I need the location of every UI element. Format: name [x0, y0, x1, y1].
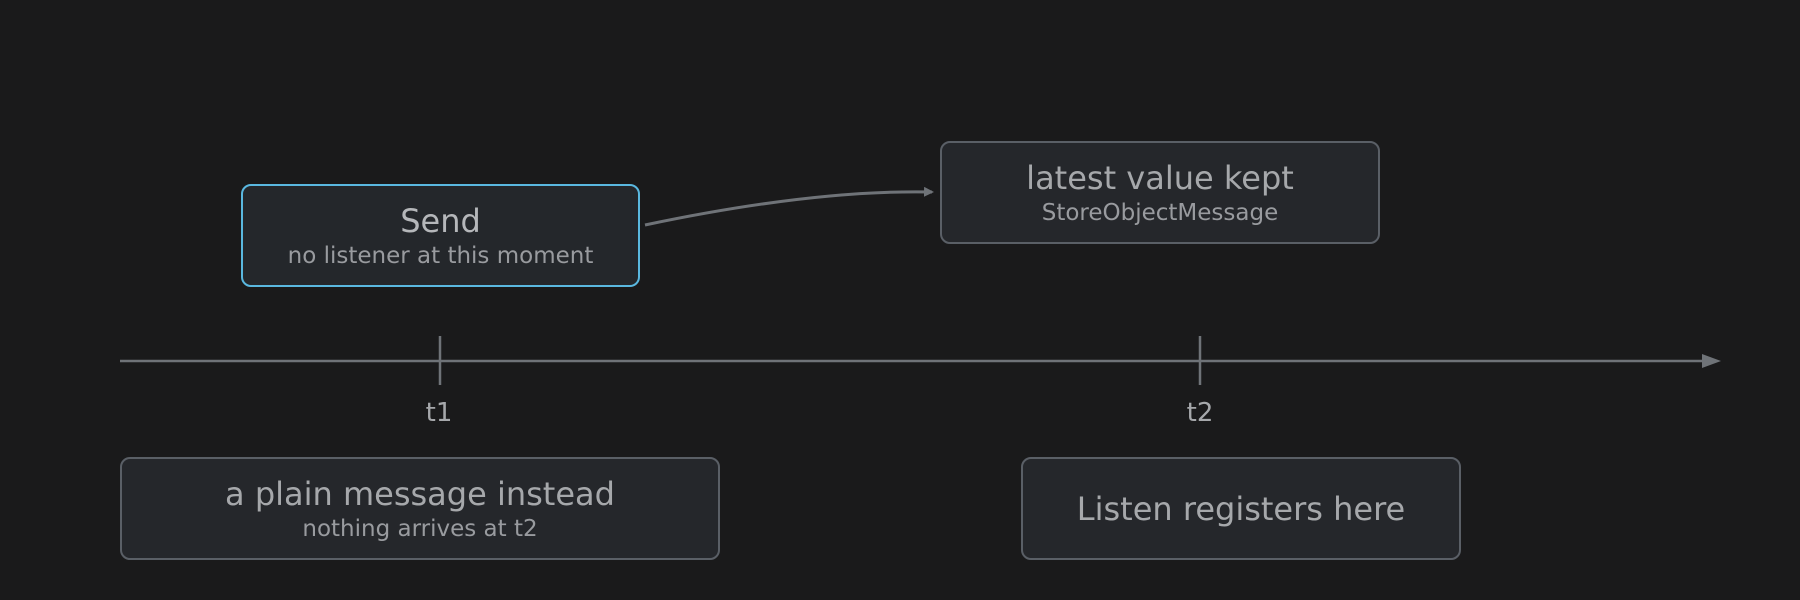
- tick-label-t2: t2: [1186, 398, 1214, 428]
- send-node-subtitle: no listener at this moment: [287, 242, 594, 269]
- plain-message-node-title: a plain message instead: [225, 474, 615, 513]
- listen-node: Listen registers here: [1021, 457, 1461, 560]
- plain-message-node: a plain message instead nothing arrives …: [120, 457, 720, 560]
- latest-value-node: latest value kept StoreObjectMessage: [940, 141, 1380, 244]
- plain-message-node-subtitle: nothing arrives at t2: [302, 515, 538, 542]
- send-node: Send no listener at this moment: [241, 184, 640, 287]
- send-to-kept-connector: [644, 186, 934, 227]
- listen-node-title: Listen registers here: [1076, 489, 1406, 528]
- timeline-arrowhead: [1702, 354, 1721, 368]
- latest-value-node-title: latest value kept: [1026, 158, 1294, 197]
- tick-label-t1: t1: [425, 398, 453, 428]
- latest-value-node-subtitle: StoreObjectMessage: [1041, 199, 1279, 226]
- send-node-title: Send: [400, 201, 481, 240]
